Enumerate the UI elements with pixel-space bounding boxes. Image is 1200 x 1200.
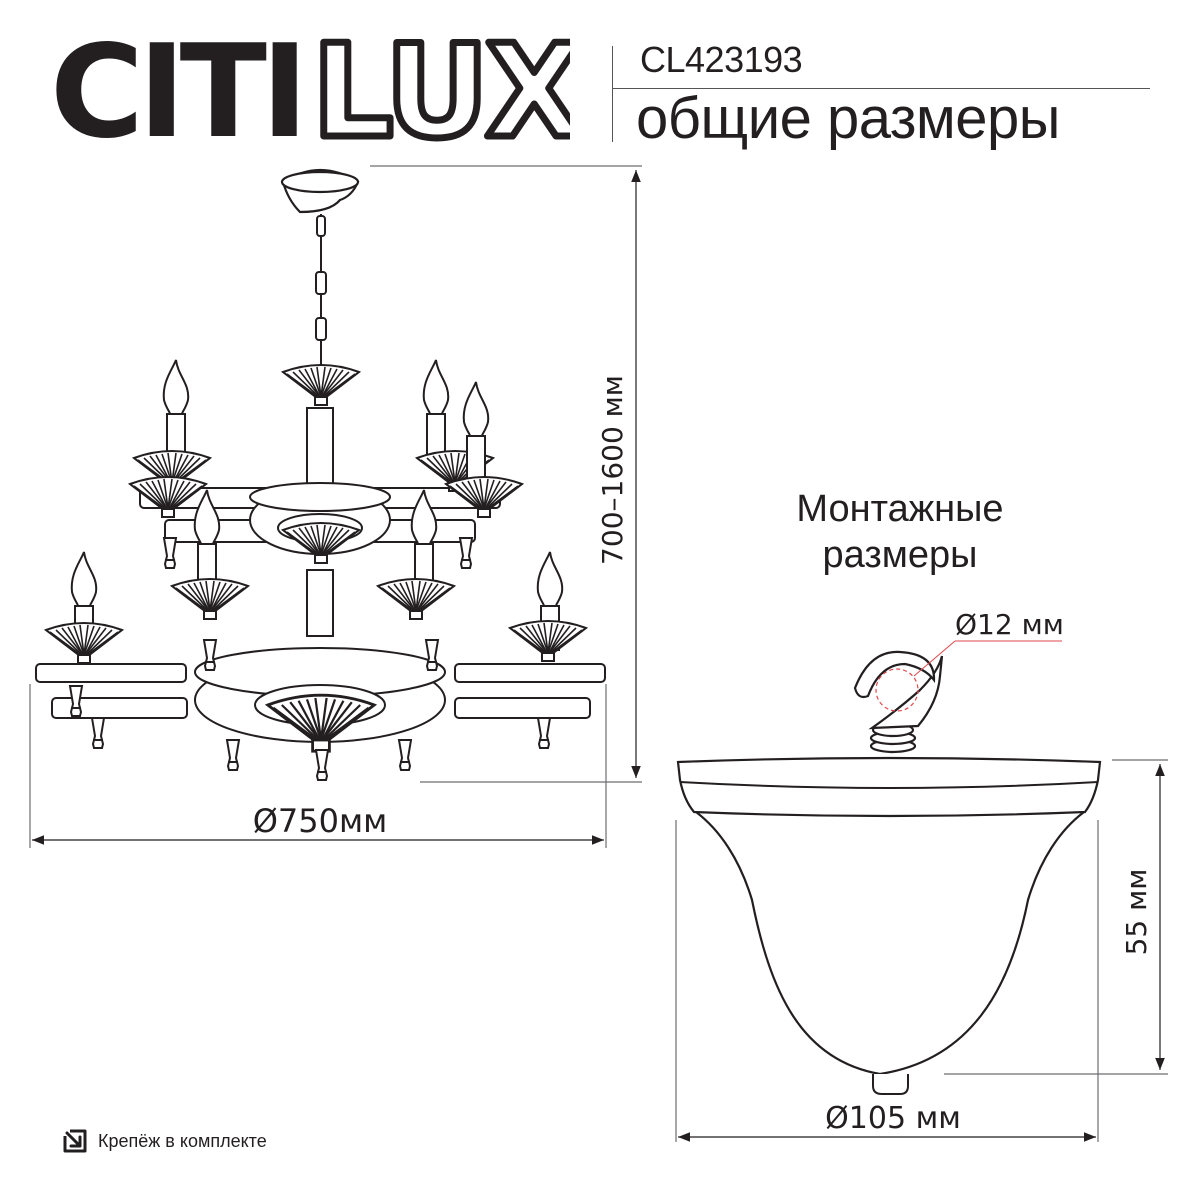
footer-note: Крепёж в комплекте <box>62 1128 267 1154</box>
hook-diameter-label: Ø12 мм <box>955 608 1064 641</box>
header-divider-vertical <box>612 46 613 142</box>
mount-diameter-label: Ø105 мм <box>825 1101 961 1136</box>
diameter-dimension-label: Ø750мм <box>253 802 388 840</box>
mount-height-label: 55 мм <box>1120 869 1153 956</box>
footer-label: Крепёж в комплекте <box>98 1130 267 1151</box>
mounting-title-line2: размеры <box>822 534 978 576</box>
header-divider-horizontal <box>612 88 1150 89</box>
brand-logo-outline: LUX <box>312 36 570 146</box>
mounting-title-line1: Монтажные <box>796 488 1004 530</box>
model-number: CL423193 <box>640 39 803 80</box>
brand-logo-solid: CITI <box>50 36 303 146</box>
brand-logo: CITI LUX <box>50 36 570 146</box>
mounting-title: Монтажные размеры <box>760 486 1040 578</box>
fastener-included-icon <box>63 1129 87 1153</box>
height-dimension-label: 700–1600 мм <box>596 375 629 565</box>
page-title: общие размеры <box>636 86 1061 151</box>
